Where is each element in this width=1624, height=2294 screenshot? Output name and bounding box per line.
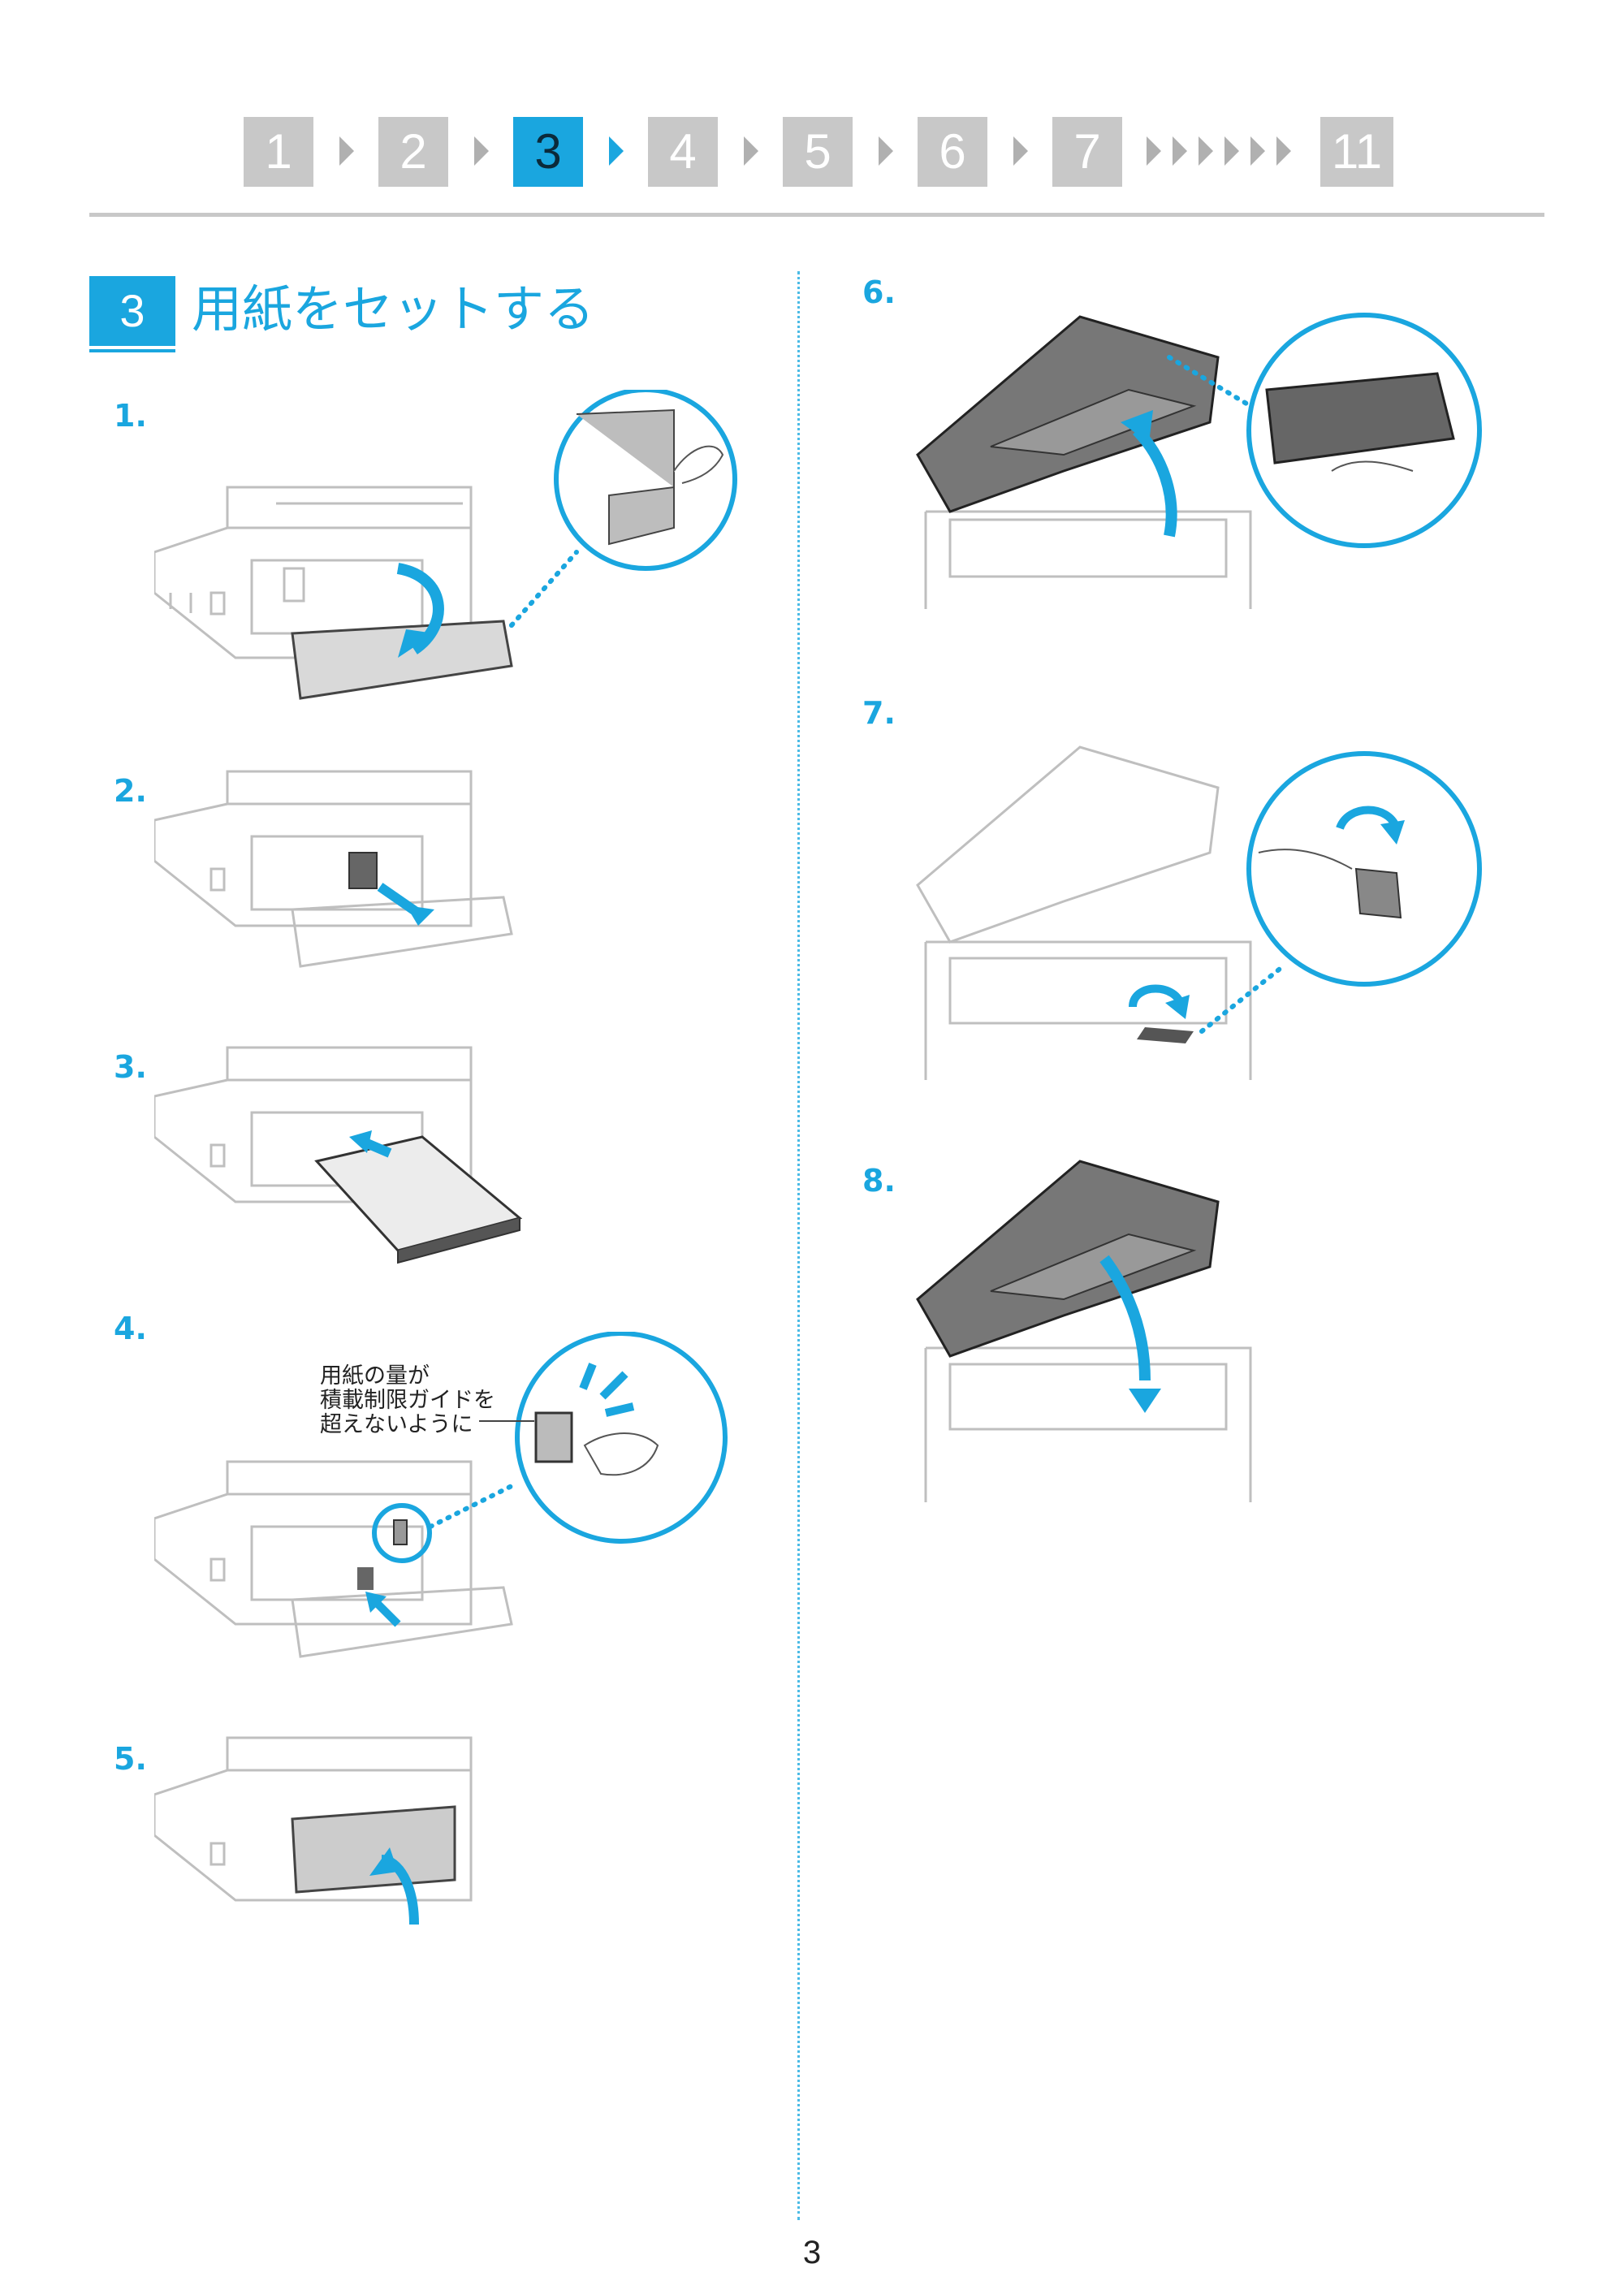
chevron-right-icon [879, 136, 893, 166]
chevron-right-icon [1147, 136, 1161, 166]
chevron-right-icon [474, 136, 489, 166]
step-4-label: 4. [114, 1311, 147, 1346]
progress-step-4: 4 [648, 117, 718, 187]
callout-line-2: 積載制限ガイドを [320, 1388, 495, 1413]
chevron-right-icon [1199, 136, 1213, 166]
header-rule [89, 213, 1544, 217]
chevron-right-icon [1013, 136, 1028, 166]
step-5-illustration [154, 1736, 473, 1925]
chevron-right-icon [1224, 136, 1239, 166]
progress-step-6: 6 [918, 117, 987, 187]
progress-step-11: 11 [1320, 117, 1393, 187]
step-1-illustration [154, 390, 737, 700]
page-number: 3 [802, 2235, 822, 2270]
section-number: 3 [89, 276, 175, 352]
step-8-label: 8. [862, 1163, 896, 1199]
step-1-label: 1. [114, 398, 147, 434]
chevron-right-icon [1276, 136, 1291, 166]
step-7-illustration [916, 745, 1482, 1080]
step-5-label: 5. [114, 1741, 147, 1777]
chevron-right-icon [1173, 136, 1187, 166]
chevron-right-icon [609, 136, 624, 166]
step-6-label: 6. [862, 274, 896, 310]
capacity-guide-note: 用紙の量が 積載制限ガイドを 超えないように [320, 1364, 495, 1437]
progress-step-5: 5 [783, 117, 853, 187]
step-3-illustration [154, 1046, 523, 1264]
step-7-label: 7. [862, 695, 896, 731]
callout-line-1: 用紙の量が [320, 1363, 430, 1389]
chevron-right-icon [744, 136, 758, 166]
section-title: 用紙をセットする [192, 279, 595, 339]
step-8-illustration [916, 1160, 1252, 1502]
chevron-right-icon [1250, 136, 1265, 166]
progress-step-2: 2 [378, 117, 448, 187]
column-divider [797, 271, 800, 2220]
progress-step-3-current: 3 [513, 117, 583, 187]
step-2-label: 2. [114, 773, 147, 809]
chevron-right-icon [339, 136, 354, 166]
progress-step-1: 1 [244, 117, 313, 187]
step-4-illustration [154, 1332, 728, 1658]
progress-step-7: 7 [1052, 117, 1122, 187]
step-6-illustration [916, 313, 1482, 609]
step-3-label: 3. [114, 1049, 147, 1085]
callout-line-3: 超えないように [320, 1412, 473, 1437]
step-2-illustration [154, 770, 513, 968]
